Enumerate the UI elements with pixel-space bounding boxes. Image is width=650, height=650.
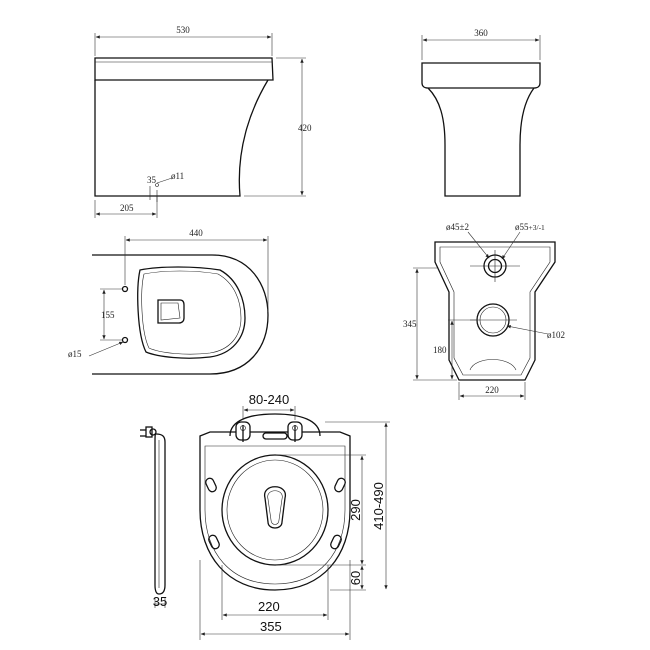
rear-body-outline — [434, 241, 556, 381]
side-outlet-dim-label: 35 — [147, 175, 157, 185]
seat-outer-outline — [199, 431, 351, 591]
seat-profile-outline — [154, 433, 166, 595]
seat-bumper-4 — [330, 534, 342, 550]
front-seat-outline — [421, 62, 541, 89]
seat-total-length-label: 410-490 — [371, 482, 386, 530]
seat-release-slot — [262, 432, 288, 440]
rear-base-width-label: 220 — [485, 385, 499, 395]
seat-front-gap-label: 60 — [348, 571, 363, 585]
seat-plan-view: 80-240 290 60 410-490 220 355 — [199, 392, 390, 640]
rear-flush-diameter-label: ø55+3/-1 — [515, 222, 545, 232]
plan-view: 440 155 ø15 — [68, 228, 269, 375]
rear-flush-leader — [501, 231, 521, 260]
seat-bumper-1 — [205, 477, 217, 493]
seat-hinge-bar — [229, 413, 321, 437]
rear-height-label: 345 — [403, 319, 417, 329]
seat-bumper-3 — [208, 534, 220, 550]
plan-bowl-opening — [157, 299, 185, 324]
side-width-label: 530 — [176, 25, 190, 35]
seat-inner-length-label: 290 — [348, 499, 363, 521]
rear-waste-leader — [506, 325, 549, 335]
side-outlet-offset-label: 205 — [120, 203, 134, 213]
front-view: 360 — [421, 28, 541, 197]
front-pedestal-outline — [427, 87, 535, 197]
seat-bumper-2 — [334, 477, 346, 493]
rear-waste-diameter-label: ø102 — [547, 330, 565, 340]
seat-total-width-label: 355 — [260, 619, 282, 634]
rear-inlet-diameter-label: ø45±2 — [446, 222, 469, 232]
seat-hinge-bracket — [145, 426, 153, 438]
plan-fixing-hole-upper — [121, 285, 129, 293]
seat-inner-opening — [221, 454, 329, 566]
plan-fixing-hole-lower — [121, 336, 129, 344]
front-width-label: 360 — [474, 28, 488, 38]
seat-thickness-label: 35 — [153, 594, 167, 609]
seat-side-profile: 35 — [140, 426, 167, 609]
plan-hole-leader — [88, 341, 124, 357]
rear-waste-height-label: 180 — [433, 345, 447, 355]
plan-seat-outline — [137, 266, 246, 359]
plan-body-outline — [92, 254, 269, 375]
side-bowl-outline — [94, 79, 269, 197]
seat-inner-width-label: 220 — [258, 599, 280, 614]
seat-hinge-range-label: 80-240 — [249, 392, 289, 407]
side-outlet-leader — [156, 177, 173, 184]
side-height-label: 420 — [298, 123, 312, 133]
side-seat-outline — [94, 57, 274, 81]
side-view: 530 420 205 35 ø11 — [94, 25, 312, 218]
seat-keyhole-cutout — [264, 486, 286, 529]
rear-view: ø45±2 ø55+3/-1 ø102 345 180 220 — [403, 222, 565, 400]
rear-inlet-leader — [467, 231, 490, 259]
plan-hole-spacing-label: 155 — [101, 310, 115, 320]
side-outlet-diameter-label: ø11 — [171, 171, 184, 181]
plan-depth-label: 440 — [189, 228, 203, 238]
plan-hole-diameter-label: ø15 — [68, 349, 82, 359]
